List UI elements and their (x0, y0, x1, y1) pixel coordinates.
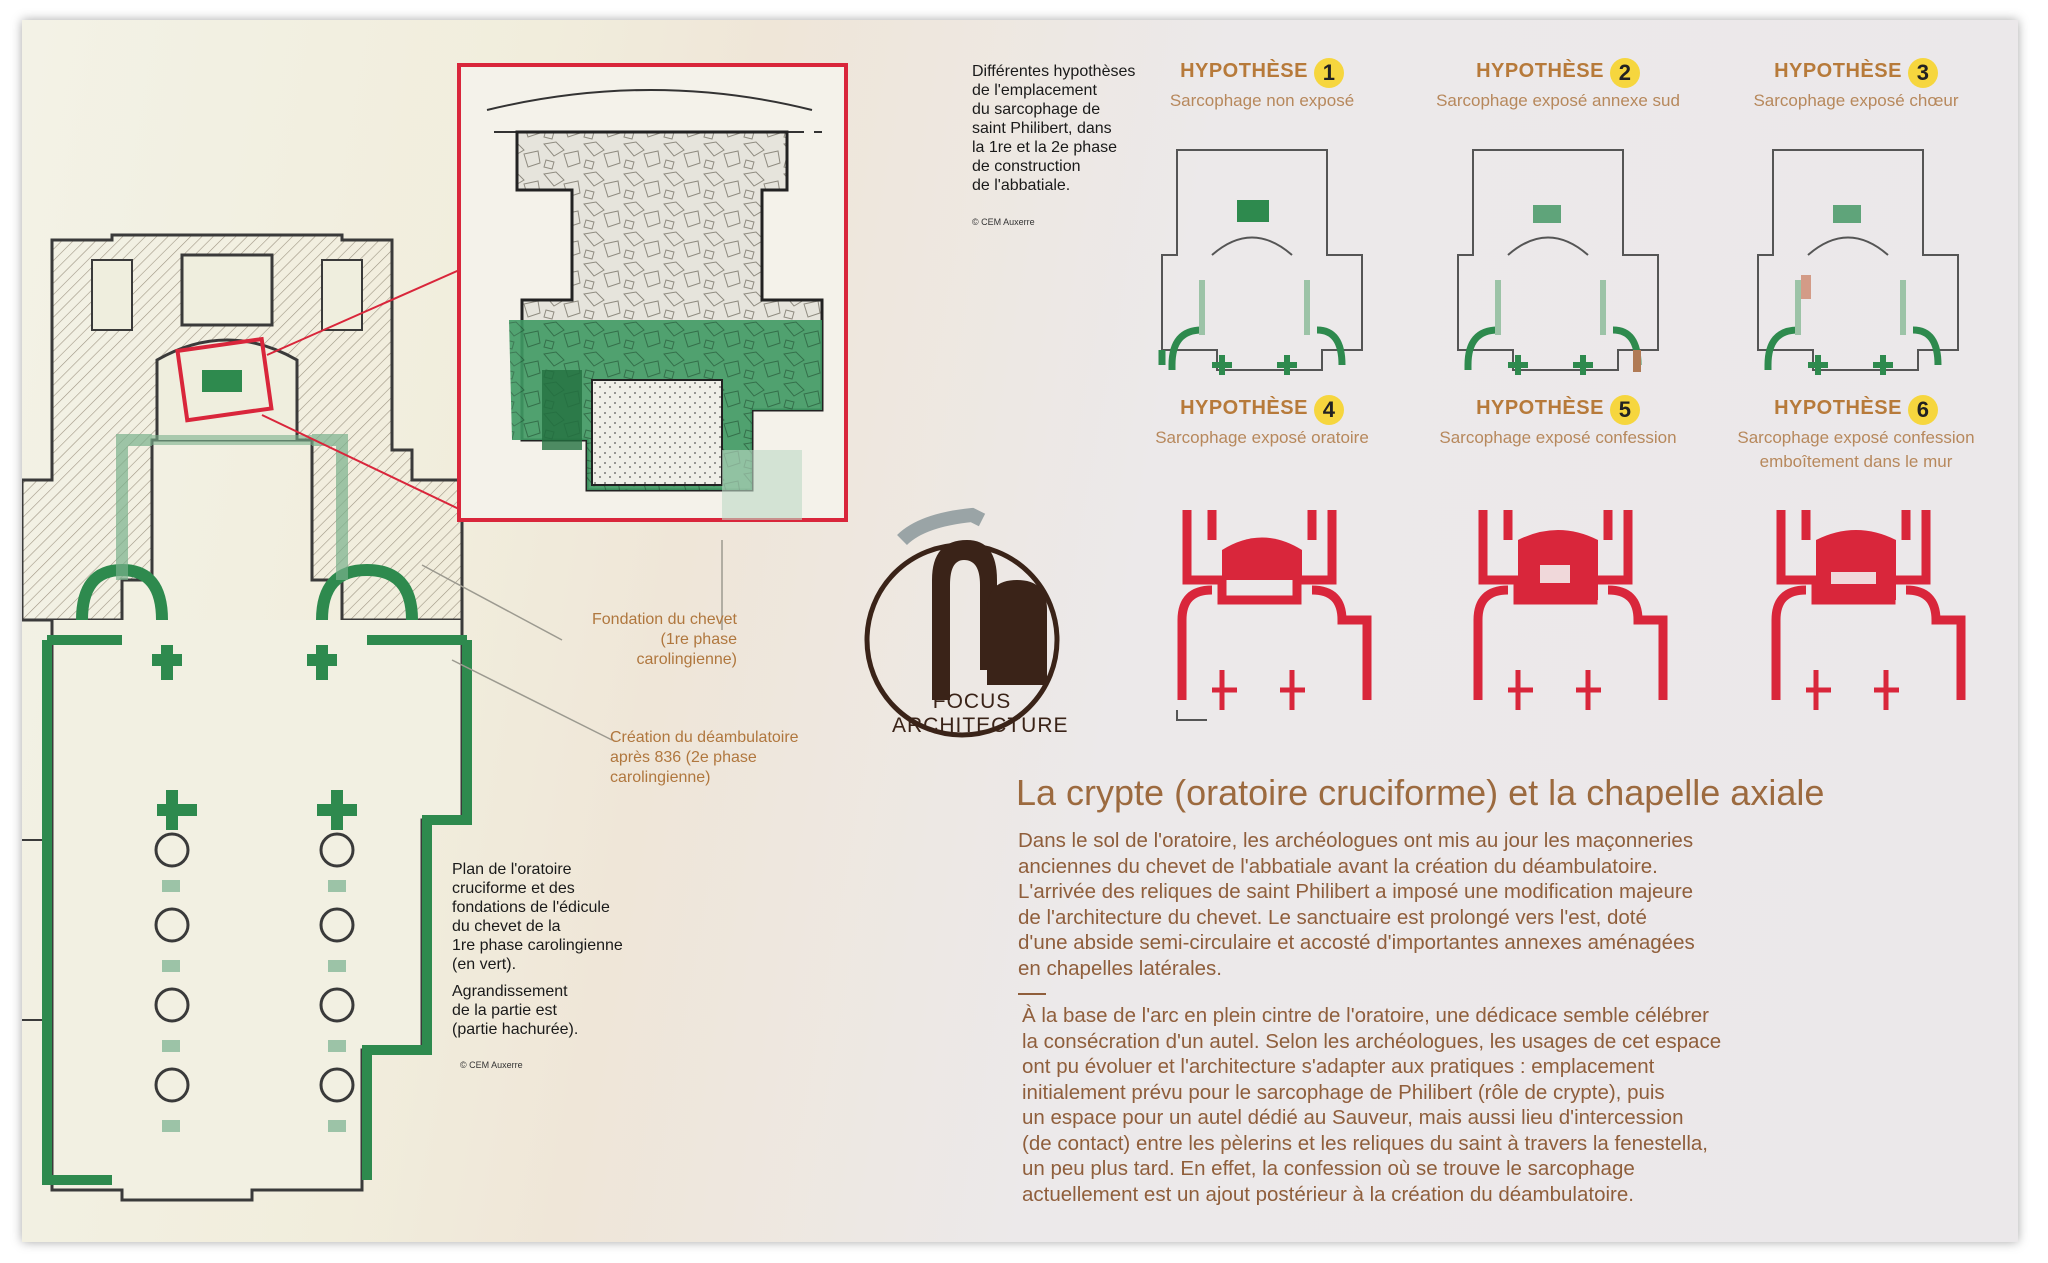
intro-line: de construction (972, 158, 1081, 175)
annotation-line: après 836 (2e phase (610, 749, 757, 766)
paragraph-line: ont pu évoluer et l'architecture s'adapt… (1022, 1055, 1655, 1078)
hypothesis-title: HYPOTHÈSE (1774, 60, 1902, 83)
paragraph-line: anciennes du chevet de l'abbatiale avant… (1018, 854, 1658, 878)
caption-line: fondations de l'édicule (452, 899, 610, 916)
hypothesis-plan-6 (1771, 510, 1966, 710)
caption-line: de la partie est (452, 1002, 557, 1019)
hypothesis-number-badge: 6 (1907, 395, 1938, 425)
hypothesis-title: HYPOTHÈSE (1180, 60, 1308, 83)
annotation-creation: Création du déambulatoire après 836 (2e … (610, 728, 799, 788)
intro-line: saint Philibert, dans (972, 120, 1112, 137)
hypothesis-title: HYPOTHÈSE (1476, 397, 1604, 420)
hypothesis-title: HYPOTHÈSE (1180, 397, 1308, 420)
separator (1018, 993, 1046, 995)
hypothesis-subtitle: Sarcophage non exposé (1169, 91, 1355, 110)
annotation-line: Fondation du chevet (592, 611, 737, 628)
intro-line: Différentes hypothèses (972, 63, 1136, 80)
hypothesis-plan-2 (1457, 149, 1659, 375)
paragraph-line: un peu plus tard. En effet, la confessio… (1022, 1157, 1635, 1180)
focus-line2: ARCHITECTURE (892, 714, 1069, 737)
paragraph-line: actuellement est un ajout postérieur à l… (1022, 1182, 1634, 1206)
page-title: La crypte (oratoire cruciforme) et la ch… (1016, 772, 1825, 813)
hypothesis-number-badge: 3 (1907, 58, 1938, 88)
annotation-line: (1re phase (660, 631, 738, 648)
hypothesis-plans (1158, 149, 1966, 721)
hypothesis-subtitle: Sarcophage exposé confession (1439, 428, 1677, 447)
intro-line: du sarcophage de (972, 101, 1101, 118)
focus-architecture-logo (864, 507, 1060, 738)
intro-line: de l'emplacement (972, 82, 1097, 99)
hypothesis-plan-4 (1176, 510, 1372, 721)
hypothesis-number-badge: 1 (1313, 58, 1344, 88)
caption-line: (en vert). (452, 956, 517, 973)
focus-line1: FOCUS (932, 690, 1012, 713)
caption-line: cruciforme et des (452, 880, 575, 897)
paragraph-line: À la base de l'arc en plein cintre de l'… (1022, 1004, 1710, 1027)
caption-line: 1re phase carolingienne (452, 937, 623, 954)
annotation-line: Création du déambulatoire (610, 729, 799, 746)
church-plan (22, 233, 723, 1202)
intro-text: Différentes hypothèses de l'emplacement … (972, 62, 1135, 195)
hypothesis-number-badge: 4 (1313, 395, 1344, 425)
paragraph-line: d'une abside semi-circulaire et accosté … (1018, 931, 1695, 954)
caption-line: Agrandissement (452, 983, 568, 1000)
intro-line: la 1re et la 2e phase (972, 139, 1117, 156)
intro-copyright: © CEM Auxerre (972, 217, 1035, 227)
hypothesis-plan-3 (1757, 149, 1959, 375)
hypothesis-title: HYPOTHÈSE (1774, 397, 1902, 420)
paragraph-line: un espace pour un autel dédié au Sauveur… (1022, 1106, 1684, 1129)
focus-label: FOCUS ARCHITECTURE (892, 690, 1069, 738)
paragraph-line: de l'architecture du chevet. Le sanctuai… (1018, 905, 1647, 929)
paragraph-line: L'arrivée des reliques de saint Philiber… (1018, 880, 1694, 903)
hypothesis-subtitle: Sarcophage exposé confession (1737, 428, 1975, 447)
annotation-line: carolingienne) (610, 769, 711, 786)
plan-copyright: © CEM Auxerre (460, 1060, 523, 1070)
paragraph-line: la consécration d'un autel. Selon les ar… (1022, 1029, 1722, 1053)
hypothesis-title: HYPOTHÈSE (1476, 60, 1604, 83)
paragraph-2: À la base de l'arc en plein cintre de l'… (1022, 1003, 1721, 1207)
hypothesis-subtitle: Sarcophage exposé chœur (1753, 91, 1959, 110)
paragraph-line: en chapelles latérales. (1018, 956, 1222, 980)
hypothesis-subtitle: Sarcophage exposé oratoire (1155, 428, 1369, 447)
annotation-fondation: Fondation du chevet (1re phase carolingi… (562, 610, 737, 670)
hypothesis-subtitle-2: emboîtement dans le mur (1759, 452, 1953, 471)
paragraph-line: Dans le sol de l'oratoire, les archéolog… (1018, 829, 1694, 852)
intro-line: de l'abbatiale. (972, 177, 1071, 194)
paragraph-1: Dans le sol de l'oratoire, les archéolog… (1018, 828, 1695, 981)
hypothesis-plan-5 (1473, 510, 1668, 710)
hypothesis-number-badge: 2 (1609, 58, 1640, 88)
plan-drawings (22, 63, 1966, 1202)
paragraph-line: (de contact) entre les pèlerins et les r… (1022, 1131, 1708, 1155)
hypothesis-subtitle: Sarcophage exposé annexe sud (1436, 91, 1680, 110)
caption-line: (partie hachurée). (452, 1021, 579, 1038)
hypothesis-plan-1 (1158, 149, 1363, 375)
caption-line: du chevet de la (452, 918, 561, 935)
hypothesis-number-badge: 5 (1609, 395, 1640, 425)
caption-line: Plan de l'oratoire (452, 861, 572, 878)
paragraph-line: initialement prévu pour le sarcophage de… (1022, 1080, 1665, 1104)
annotation-line: carolingienne) (636, 651, 737, 668)
zoom-inset (457, 63, 848, 522)
exhibit-panel: Différentes hypothèses de l'emplacement … (22, 20, 2018, 1242)
plan-caption: Plan de l'oratoire cruciforme et des fon… (452, 860, 623, 1039)
